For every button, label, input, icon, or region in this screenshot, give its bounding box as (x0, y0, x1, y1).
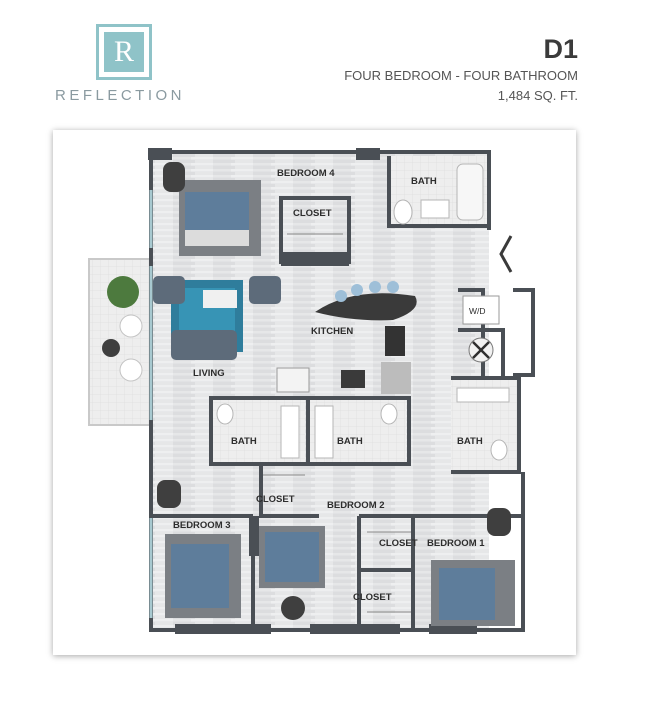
mid-bath-fixtures (216, 387, 510, 461)
entry-arrow-icon (499, 235, 513, 273)
floor-plan: BEDROOM 4 BATH CLOSET KITCHEN LIVING W/D… (88, 148, 535, 634)
bedroom4-bed (163, 162, 261, 256)
label-bedroom2: BEDROOM 2 (327, 500, 385, 511)
label-bath-right: BATH (457, 436, 483, 447)
label-living: LIVING (193, 368, 225, 379)
label-closet-b1-top: CLOSET (379, 538, 418, 549)
utility-tools-icon (472, 341, 490, 359)
label-bedroom3: BEDROOM 3 (173, 520, 231, 531)
bath-top-fixtures (393, 163, 484, 225)
label-closet-b1-bottom: CLOSET (353, 592, 392, 603)
bedroom1-bed (431, 508, 515, 626)
floor-plan-card: BEDROOM 4 BATH CLOSET KITCHEN LIVING W/D… (53, 130, 576, 655)
label-kitchen: KITCHEN (311, 326, 353, 337)
unit-code: D1 (543, 34, 578, 64)
brand-name: REFLECTION (55, 87, 186, 104)
kitchen-fixtures (276, 281, 417, 394)
logo-letter: R (113, 35, 134, 68)
living-furniture (153, 276, 281, 360)
unit-area: 1,484 SQ. FT. (497, 88, 578, 103)
logo-mark: R (104, 32, 144, 72)
unit-description: FOUR BEDROOM - FOUR BATHROOM (344, 68, 578, 83)
wall-blocks (148, 148, 477, 634)
label-closet-top: CLOSET (293, 208, 332, 219)
label-bath-mid-left: BATH (231, 436, 257, 447)
bedroom3-bed (157, 480, 241, 618)
label-bedroom4: BEDROOM 4 (277, 168, 335, 179)
label-bedroom1: BEDROOM 1 (427, 538, 485, 549)
label-closet-mid: CLOSET (256, 494, 295, 505)
bedroom2-bed (259, 526, 325, 620)
label-washer-dryer: W/D (469, 306, 486, 316)
label-bath-mid-center: BATH (337, 436, 363, 447)
utility-fixtures (462, 295, 500, 363)
label-bath-top: BATH (411, 176, 437, 187)
balcony-furniture (102, 276, 143, 382)
closet-shelving (263, 233, 411, 613)
brand-logo: R (96, 24, 152, 80)
